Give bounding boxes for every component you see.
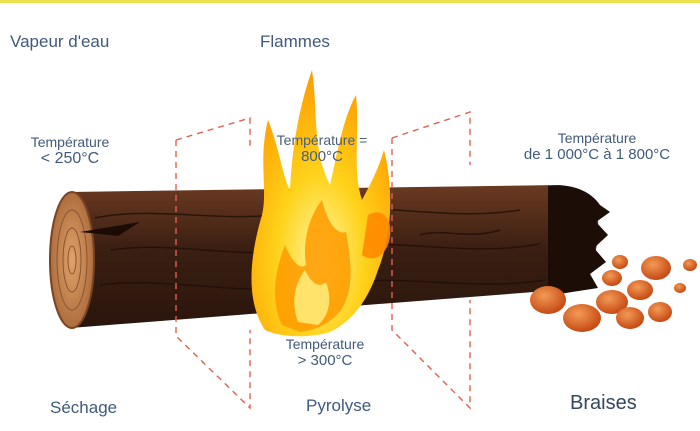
label-embers: Braises [570,392,637,414]
ember-temp-value: de 1 000°C à 1 800°C [523,146,671,164]
drying-temp-title: Température [30,134,110,150]
pyrolysis-temp-value: > 300°C [297,352,353,370]
label-drying-temperature: Température < 250°C [10,134,130,168]
drying-temp-value: < 250°C [40,150,100,168]
tree-rings [56,209,88,311]
label-water-vapor: Vapeur d'eau [10,32,110,51]
charred-end [548,185,610,296]
label-pyrolysis-temperature: Température > 300°C [260,336,390,369]
flame-temp-value: 800°C [301,148,343,166]
label-flames: Flammes [260,32,330,51]
label-ember-temperature: Température de 1 000°C à 1 800°C [498,130,696,163]
log-crack [80,222,140,236]
zone-divider-front [175,138,471,410]
top-border-line [0,0,700,3]
zone-divider-back [175,111,471,165]
ember-temp-title: Température [557,130,637,146]
label-pyrolysis: Pyrolyse [306,396,372,415]
label-drying: Séchage [50,398,118,417]
flames [251,70,391,337]
flame-temp-title: Température = [276,132,368,148]
embers [530,255,697,332]
pyrolysis-temp-title: Température [285,336,365,352]
label-flame-temperature: Température = 800°C [262,132,382,165]
